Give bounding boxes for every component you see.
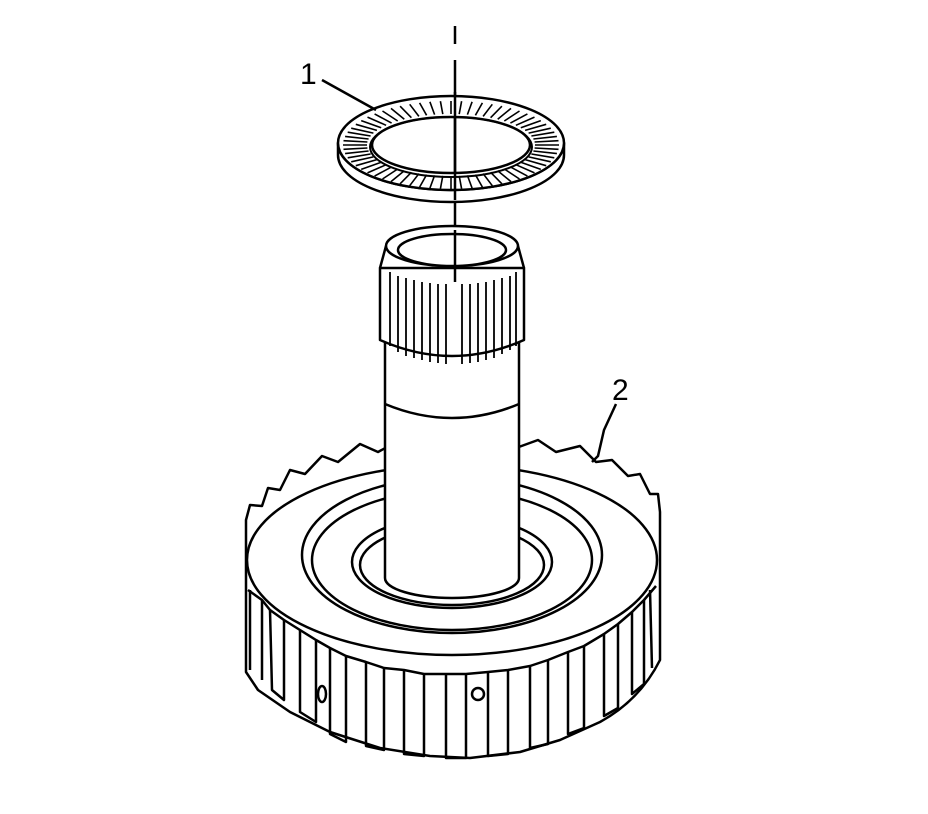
shaft-band-line <box>384 402 520 420</box>
needle-roller <box>510 113 528 124</box>
needle-roller <box>345 150 369 155</box>
gear-hole-center <box>470 686 486 702</box>
gear-hole-left <box>316 684 328 704</box>
needle-roller <box>503 110 520 122</box>
needle-roller <box>409 173 420 187</box>
needle-roller <box>360 119 382 129</box>
washer-inner-bevel <box>369 116 533 178</box>
shaft-spline-teeth <box>389 272 517 364</box>
needle-roller <box>524 158 547 167</box>
needle-roller <box>382 168 399 180</box>
needle-roller <box>466 175 473 189</box>
needle-roller <box>351 127 374 134</box>
needle-roller <box>510 166 528 177</box>
needle-roller <box>528 156 551 163</box>
shaft-top-collar <box>378 245 526 269</box>
needle-roller <box>458 175 463 189</box>
needle-roller <box>490 171 503 185</box>
needle-roller <box>474 174 484 188</box>
needle-roller <box>497 107 512 120</box>
needle-roller <box>374 166 392 177</box>
needle-roller <box>520 119 542 129</box>
needle-roller <box>409 103 420 117</box>
needle-roller <box>429 101 436 115</box>
needle-roller <box>515 163 535 174</box>
callout-1-label: 1 <box>300 58 317 91</box>
callout-1: 1 <box>300 58 377 112</box>
callout-2-leader <box>591 403 618 463</box>
needle-roller <box>347 131 371 137</box>
needle-roller <box>520 161 542 171</box>
gear-teeth <box>248 589 654 760</box>
needle-roller <box>367 163 387 174</box>
needle-roller <box>533 135 557 140</box>
needle-roller <box>418 174 428 188</box>
needle-roller <box>390 107 405 120</box>
needle-roller <box>355 158 378 167</box>
needle-roller <box>439 101 444 115</box>
gear-front-edge <box>247 585 657 676</box>
needle-roller <box>531 153 555 159</box>
needle-roller <box>490 105 503 119</box>
callout-1-leader <box>321 78 377 112</box>
needle-roller <box>343 139 368 143</box>
needle-roller <box>345 135 369 140</box>
needle-roller <box>534 139 559 143</box>
needle-roller <box>524 123 547 132</box>
needle-roller <box>497 170 512 183</box>
needle-roller <box>466 101 473 115</box>
needle-roller <box>515 116 535 127</box>
washer-needle-rollers <box>343 101 559 189</box>
needle-roller <box>399 171 412 185</box>
needle-roller <box>418 102 428 116</box>
needle-roller <box>503 168 520 180</box>
needle-roller <box>360 161 382 171</box>
needle-roller <box>355 123 378 132</box>
needle-roller <box>531 131 555 137</box>
needle-roller <box>374 113 392 124</box>
needle-roller <box>351 156 374 163</box>
needle-roller <box>528 127 551 134</box>
needle-roller <box>347 153 371 159</box>
needle-roller <box>367 116 387 127</box>
needle-roller <box>474 102 484 116</box>
splined-shaft-gear <box>244 224 662 760</box>
thrust-bearing-washer <box>336 92 566 204</box>
needle-roller <box>482 173 493 187</box>
needle-roller <box>429 175 436 189</box>
needle-roller <box>390 170 405 183</box>
needle-roller <box>382 110 399 122</box>
callout-2-label: 2 <box>612 374 629 407</box>
needle-roller <box>533 150 557 155</box>
shaft-top-bore <box>396 232 508 268</box>
needle-roller <box>534 147 559 151</box>
needle-roller <box>439 175 444 189</box>
needle-roller <box>482 103 493 117</box>
shaft-spline <box>378 266 526 358</box>
needle-roller <box>343 147 368 151</box>
callout-2: 2 <box>591 374 629 463</box>
needle-roller <box>458 101 463 115</box>
needle-roller <box>399 105 412 119</box>
